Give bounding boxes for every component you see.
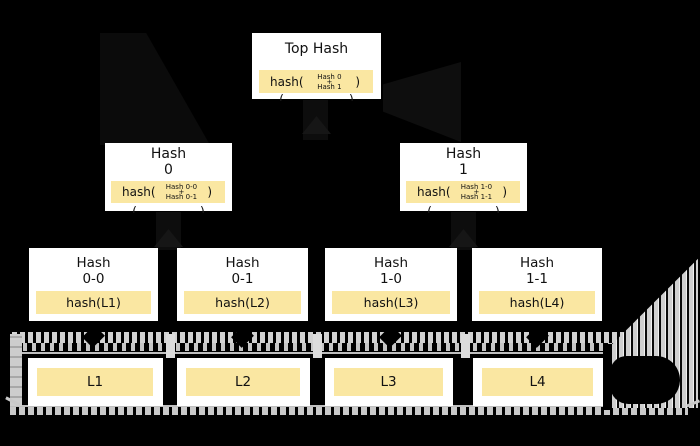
node-hash-0-0: Hash 0-0 hash(L1) bbox=[29, 248, 158, 321]
clipped-text-artifact: ( ) bbox=[252, 94, 381, 101]
hash-value: hash(L4) bbox=[479, 291, 595, 314]
hash-formula: hash( Hash 0-0 + Hash 0-1 ) bbox=[111, 181, 225, 203]
node-title: Hash 0-0 bbox=[76, 255, 111, 287]
frame-gap bbox=[603, 344, 612, 410]
hash-formula: hash( Hash 1-0 + Hash 1-1 ) bbox=[406, 181, 520, 203]
dashed-frame-top-band bbox=[12, 332, 698, 343]
data-block-l4: L4 bbox=[473, 358, 603, 406]
hash-value: hash(L1) bbox=[36, 291, 151, 314]
dashed-frame-top-band bbox=[12, 343, 698, 351]
ghost-shadow bbox=[100, 33, 210, 145]
node-title: Top Hash bbox=[284, 41, 349, 57]
dash-highlight bbox=[461, 334, 470, 358]
data-block-l2: L2 bbox=[177, 358, 310, 406]
clipped-text-artifact: ( ) bbox=[105, 206, 232, 213]
node-hash-0: Hash 0 hash( Hash 0-0 + Hash 0-1 ) ( ) bbox=[105, 143, 232, 213]
node-hash-0-1: Hash 0-1 hash(L2) bbox=[177, 248, 308, 321]
hash-value: hash(L3) bbox=[332, 291, 450, 314]
dashed-frame-corner-wedge bbox=[612, 258, 698, 347]
data-block-label: L3 bbox=[334, 368, 443, 396]
hash-formula: hash( Hash 0 + Hash 1 ) bbox=[259, 70, 373, 93]
node-top-hash: Top Hash hash( Hash 0 + Hash 1 ) ( ) bbox=[252, 33, 381, 101]
node-title: Hash 1-1 bbox=[519, 255, 554, 287]
data-block-label: L2 bbox=[186, 368, 300, 396]
node-hash-1-0: Hash 1-0 hash(L3) bbox=[325, 248, 457, 321]
dash-highlight bbox=[166, 334, 175, 358]
node-title: Hash 0 bbox=[150, 146, 187, 178]
dash-highlight bbox=[313, 334, 322, 358]
dashed-frame-left-edge bbox=[10, 334, 22, 406]
ghost-shadow bbox=[383, 62, 461, 142]
dashed-frame-line bbox=[10, 352, 698, 354]
hash-value: hash(L2) bbox=[184, 291, 301, 314]
data-block-l1: L1 bbox=[28, 358, 163, 406]
dashed-frame-line bbox=[10, 405, 688, 407]
node-title: Hash 1 bbox=[445, 146, 482, 178]
data-block-label: L4 bbox=[482, 368, 593, 396]
data-block-label: L1 bbox=[37, 368, 153, 396]
dashed-frame-bottom-band bbox=[10, 407, 688, 415]
data-block-l3: L3 bbox=[325, 358, 453, 406]
node-hash-1-1: Hash 1-1 hash(L4) bbox=[472, 248, 602, 321]
data-blocks-label-blob bbox=[610, 356, 680, 404]
node-title: Hash 1-0 bbox=[373, 255, 408, 287]
clipped-text-artifact: ( ) bbox=[400, 206, 527, 213]
node-hash-1: Hash 1 hash( Hash 1-0 + Hash 1-1 ) ( ) bbox=[400, 143, 527, 213]
node-title: Hash 0-1 bbox=[225, 255, 260, 287]
